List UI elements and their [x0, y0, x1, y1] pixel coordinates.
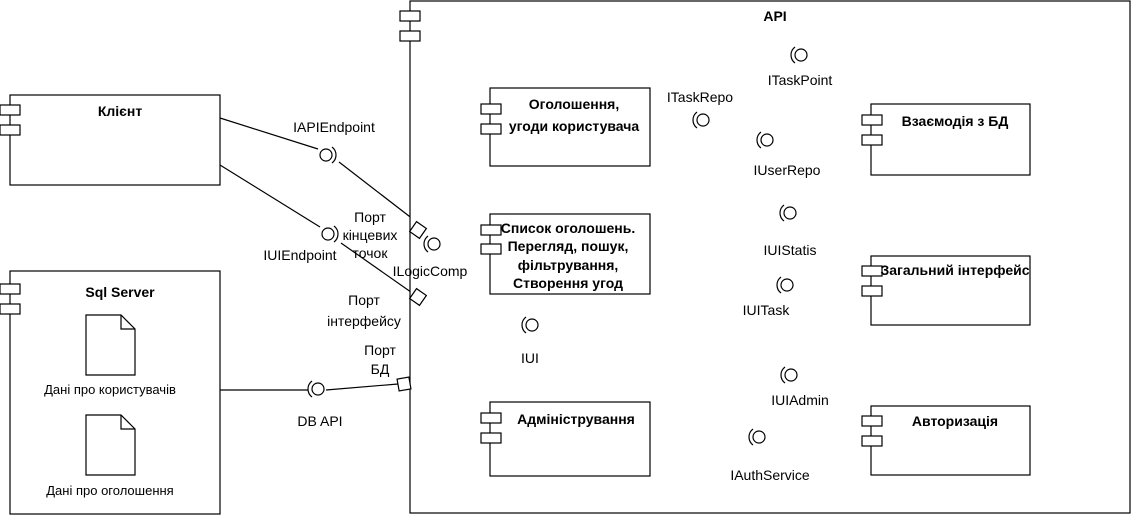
- ads-component: Оголошення, угоди користувача: [480, 87, 651, 167]
- list-title-line3: фільтрування,: [518, 257, 619, 273]
- endpoint-port: [408, 220, 428, 240]
- iapi-endpoint-label: IAPIEndpoint: [293, 119, 375, 135]
- iui-endpoint-label: IUIEndpoint: [263, 247, 336, 263]
- interface-port-label-line2: інтерфейсу: [327, 313, 401, 329]
- endpoint-port-label-line2: кінцевих: [343, 227, 398, 243]
- auth-title: Авторизація: [912, 413, 998, 429]
- interface-port: [408, 287, 428, 307]
- db-interaction-component: Взаємодія з БД: [861, 103, 1031, 176]
- list-title-line1: Список оголошень.: [501, 220, 635, 236]
- sql-server-title: Sql Server: [85, 284, 155, 300]
- db-port: [396, 376, 412, 392]
- itask-repo-label: ITaskRepo: [667, 89, 733, 105]
- interface-port-label-line1: Порт: [348, 292, 380, 308]
- admin-title: Адміністрування: [517, 411, 635, 427]
- interface-labels: IAPIEndpoint IUIEndpoint ILogicComp ITas…: [263, 72, 832, 483]
- client-component: Клієнт: [0, 94, 221, 186]
- iui-task-label: IUITask: [743, 302, 791, 318]
- document-icon: [85, 414, 136, 476]
- endpoint-port-label-line3: точок: [353, 245, 389, 261]
- iauth-service-label: IAuthService: [730, 467, 810, 483]
- admin-component: Адміністрування: [480, 401, 651, 477]
- list-component: Список оголошень. Перегляд, пошук, фільт…: [480, 213, 651, 295]
- ads-data-label: Дані про оголошення: [46, 483, 173, 498]
- users-data-label: Дані про користувачів: [44, 382, 176, 397]
- iuser-repo-label: IUserRepo: [754, 162, 821, 178]
- ilogic-comp-label: ILogicComp: [393, 263, 468, 279]
- list-title-line4: Створення угод: [513, 275, 623, 291]
- sql-server-component: Sql Server Дані про користувачів Дані пр…: [0, 270, 221, 515]
- api-title: API: [763, 8, 786, 24]
- endpoint-port-label-line1: Порт: [354, 209, 386, 225]
- document-icon: [85, 314, 136, 376]
- port-labels: Порт кінцевих точок Порт інтерфейсу Порт…: [327, 209, 401, 377]
- itask-point-label: ITaskPoint: [768, 72, 833, 88]
- general-ui-title: Загальний інтерфейс: [880, 262, 1029, 278]
- iui-admin-label: IUIAdmin: [771, 392, 829, 408]
- ads-title-line2: угоди користувача: [509, 118, 639, 134]
- interface-symbols: [307, 46, 808, 446]
- auth-component: Авторизація: [861, 405, 1031, 476]
- ads-title-line1: Оголошення,: [529, 96, 619, 112]
- client-title: Клієнт: [98, 103, 143, 119]
- list-title-line2: Перегляд, пошук,: [508, 238, 629, 254]
- db-interaction-title: Взаємодія з БД: [902, 113, 1009, 129]
- db-port-label-line2: БД: [371, 361, 390, 377]
- db-api-label: DB API: [297, 413, 342, 429]
- iui-statis-label: IUIStatis: [764, 242, 817, 258]
- db-port-label-line1: Порт: [364, 342, 396, 358]
- iui-label: IUI: [521, 350, 539, 366]
- general-ui-component: Загальний інтерфейс: [861, 255, 1031, 326]
